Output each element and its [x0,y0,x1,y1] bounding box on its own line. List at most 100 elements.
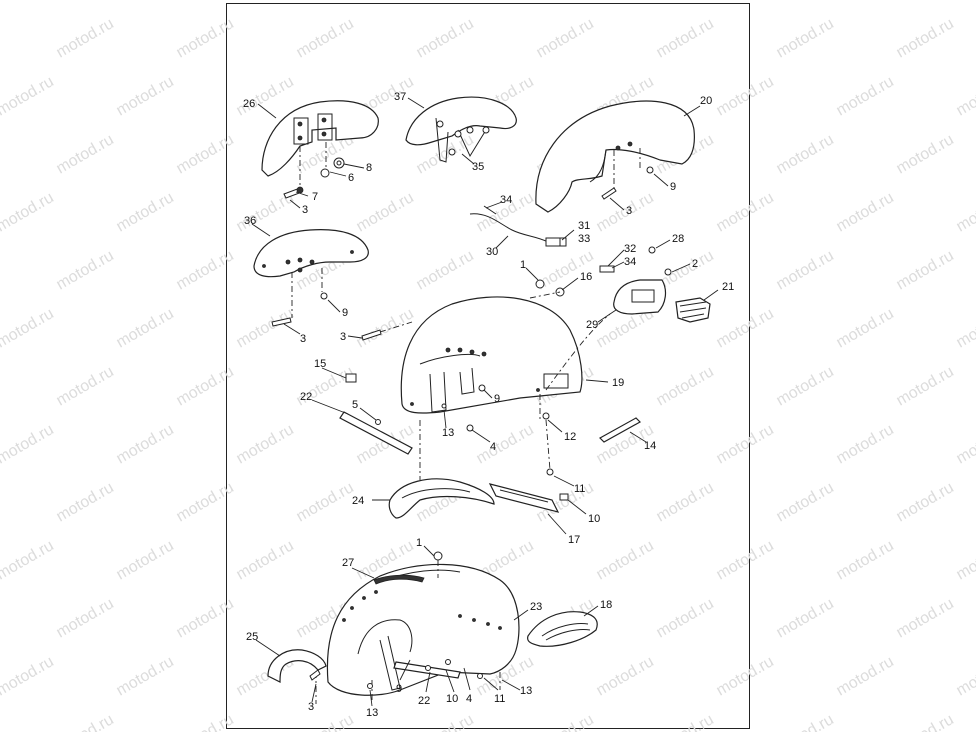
fender-part-36 [253,229,369,327]
watermark-text: motod.ru [114,189,177,235]
watermark-text: motod.ru [474,0,537,3]
watermark-text: motod.ru [294,711,357,732]
watermark-text: motod.ru [114,305,177,351]
callout-1: 1 [416,537,422,549]
callout-6: 6 [348,172,354,184]
callout-13: 13 [442,427,454,439]
watermark-text: motod.ru [834,305,897,351]
watermark-text: motod.ru [774,595,837,641]
wiring-harness-30 [469,205,567,247]
watermark-text: motod.ru [54,711,117,732]
callout-13: 13 [520,685,532,697]
watermark-text: motod.ru [834,0,897,3]
callout-20: 20 [700,95,712,107]
watermark-text: motod.ru [594,0,657,3]
watermark-text: motod.ru [114,653,177,699]
callout-labels: 26 37 20 8 6 7 3 35 9 3 34 31 33 30 36 3… [243,91,734,719]
watermark-text: motod.ru [0,421,57,467]
watermark-text: motod.ru [834,73,897,119]
watermark-text: motod.ru [654,479,717,525]
fender-part-26 [261,100,379,190]
watermark-text: motod.ru [114,421,177,467]
callout-29: 29 [586,319,598,331]
lamp-part-21 [675,297,711,323]
watermark-text: motod.ru [714,537,777,583]
callout-35: 35 [472,161,484,173]
callout-34: 34 [500,194,512,206]
watermark-text: motod.ru [714,189,777,235]
watermark-text: motod.ru [894,363,957,409]
watermark-text: motod.ru [834,421,897,467]
watermark-text: motod.ru [174,131,237,177]
watermark-text: motod.ru [174,15,237,61]
watermark-text: motod.ru [234,73,297,119]
watermark-text: motod.ru [894,595,957,641]
watermark-text: motod.ru [714,653,777,699]
watermark-text: motod.ru [114,537,177,583]
watermark-text: motod.ru [294,479,357,525]
callout-30: 30 [486,246,498,258]
watermark-text: motod.ru [354,0,417,3]
watermark-text: motod.ru [954,73,976,119]
watermark-text: motod.ru [354,189,417,235]
callout-24: 24 [352,495,364,507]
watermark-text: motod.ru [0,73,57,119]
watermark-text: motod.ru [414,15,477,61]
watermark-text: motod.ru [714,305,777,351]
watermark-text: motod.ru [714,73,777,119]
watermark-text: motod.ru [954,189,976,235]
bracket-part-29 [613,279,667,315]
callout-11: 11 [574,483,585,495]
diagram-frame [226,3,750,729]
callout-2: 2 [692,258,698,270]
callout-12: 12 [564,431,576,443]
fender-part-37 [405,96,517,163]
hardware-top-center [529,246,672,299]
watermark-text: motod.ru [534,15,597,61]
callout-13: 13 [366,707,378,719]
callout-34: 34 [624,256,636,268]
callout-37: 37 [394,91,406,103]
watermark-text: motod.ru [954,421,976,467]
watermark-text: motod.ru [894,711,957,732]
fender-part-20 [535,100,695,213]
watermark-text: motod.ru [0,653,57,699]
watermark-text: motod.ru [0,0,57,3]
watermark-text: motod.ru [774,15,837,61]
callout-3: 3 [300,333,306,345]
watermark-text: motod.ru [654,363,717,409]
callout-14: 14 [644,440,656,452]
callout-10: 10 [446,693,458,705]
watermark-text: motod.ru [54,131,117,177]
callout-16: 16 [580,271,592,283]
watermark-text: motod.ru [954,653,976,699]
callout-9: 9 [396,683,402,695]
callout-4: 4 [490,441,496,453]
callout-11: 11 [494,693,505,705]
callout-7: 7 [312,191,318,203]
watermark-text: motod.ru [234,537,297,583]
callout-3: 3 [302,204,308,216]
callout-18: 18 [600,599,612,611]
callout-3: 3 [626,205,632,217]
trim-part-25 [267,649,327,683]
watermark-text: motod.ru [714,421,777,467]
watermark-text: motod.ru [654,595,717,641]
trim-part-24 [388,478,495,519]
strip-part-17 [488,483,560,513]
callout-19: 19 [612,377,624,389]
fender-part-19 [361,296,611,480]
watermark-text: motod.ru [954,305,976,351]
watermark-text: motod.ru [54,479,117,525]
watermark-text: motod.ru [294,15,357,61]
watermark-text: motod.ru [54,15,117,61]
callout-22: 22 [418,695,430,707]
watermark-text: motod.ru [894,131,957,177]
watermark-text: motod.ru [354,305,417,351]
watermark-text: motod.ru [714,0,777,3]
watermark-text: motod.ru [174,595,237,641]
watermark-text: motod.ru [954,0,976,3]
strip-part-22 [339,411,413,455]
screw-part-5 [375,419,381,425]
